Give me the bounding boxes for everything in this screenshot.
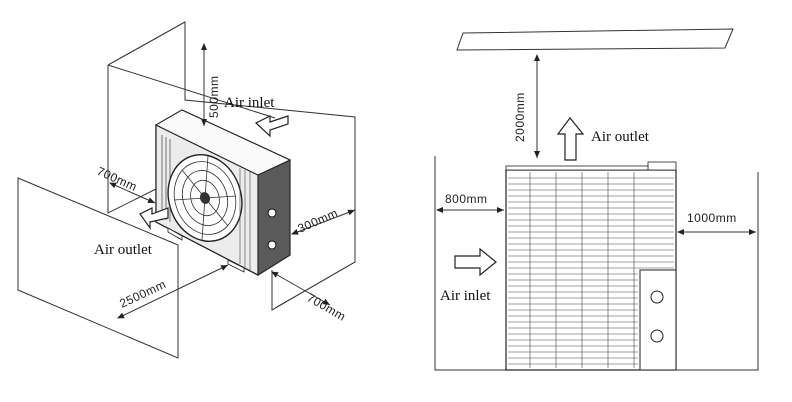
air-outlet-label-left: Air outlet	[94, 242, 153, 258]
dim-label-700-right: 700mm	[305, 290, 349, 323]
inlet-right-arrow-icon	[454, 247, 497, 277]
dim-label-700-left: 700mm	[95, 164, 140, 194]
port-icon	[650, 329, 664, 343]
dim-label-500: 500mm	[207, 75, 221, 118]
dim-label-800: 800mm	[445, 192, 488, 206]
left-isometric-diagram: 500mm Air inlet 700mm Air outlet 300mm 2…	[17, 21, 356, 359]
port-icon	[267, 208, 277, 218]
front-clearance-panel	[17, 177, 179, 359]
dim-label-2000: 2000mm	[513, 92, 527, 142]
fan-icon	[167, 154, 243, 242]
dim-line-700-left	[109, 182, 156, 204]
outlet-arrow-icon	[139, 207, 169, 230]
dim-line-700-right	[271, 271, 331, 306]
outdoor-unit-front	[505, 161, 677, 371]
right-front-view-diagram: 2000mm Air outlet 800mm 1000mm Air inlet	[434, 28, 759, 371]
unit-grille	[508, 172, 674, 368]
inlet-arrow-icon	[254, 115, 289, 138]
ceiling-slab	[456, 28, 734, 51]
side-wall-outline	[107, 22, 276, 119]
dim-line-300	[291, 209, 356, 235]
dim-label-300: 300mm	[296, 206, 341, 236]
air-inlet-label-right: Air inlet	[440, 288, 491, 304]
outdoor-unit	[154, 109, 292, 276]
air-outlet-label-right: Air outlet	[591, 129, 650, 145]
port-icon	[267, 240, 277, 250]
outlet-up-arrow-icon	[556, 117, 585, 161]
dim-line-2500	[117, 264, 229, 319]
port-icon	[650, 290, 664, 304]
air-inlet-label: Air inlet	[224, 95, 275, 111]
back-wall-top-edge	[107, 21, 186, 66]
dim-label-1000: 1000mm	[687, 211, 737, 225]
